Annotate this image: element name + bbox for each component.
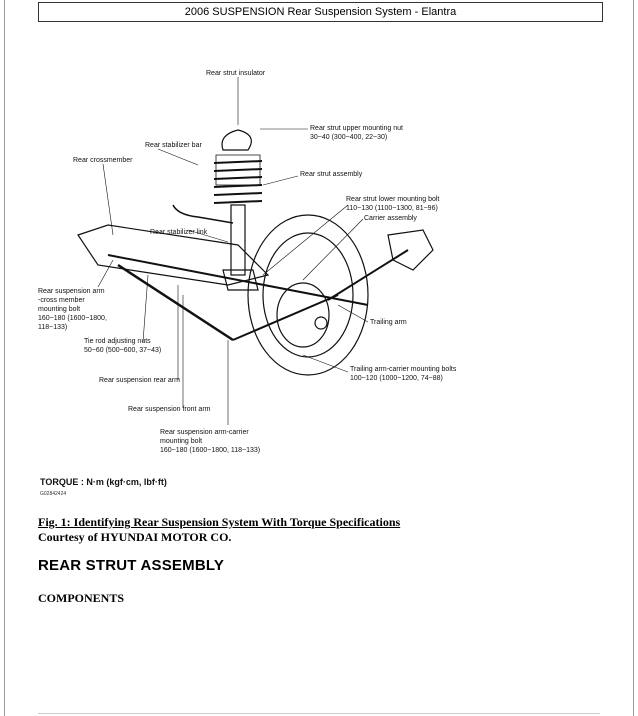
label-strut-assembly: Rear strut assembly (300, 171, 363, 178)
label-figure-code: G02842424 (40, 491, 66, 497)
figure-caption: Fig. 1: Identifying Rear Suspension Syst… (38, 515, 400, 545)
label-rear-arm: Rear suspension rear arm (99, 377, 180, 384)
rear-arm-shape (117, 263, 234, 342)
section-heading: REAR STRUT ASSEMBLY (38, 557, 225, 574)
label-tie-rod: Tie rod adjusting nuts (84, 338, 151, 345)
trailing-arm-shape (327, 249, 409, 301)
label-trailing-arm: Trailing arm (370, 319, 407, 326)
label-strut-insulator: Rear strut insulator (206, 70, 266, 77)
page-left-edge (4, 0, 5, 716)
front-arm-shape (107, 254, 369, 306)
label-arm-cross-bolt-5: 118~133) (38, 324, 67, 331)
hub-shape (276, 282, 330, 348)
label-stabilizer-link: Rear stabilizer link (150, 229, 208, 236)
caption-title: Fig. 1: Identifying Rear Suspension Syst… (38, 515, 401, 529)
hub-center-shape (314, 316, 328, 330)
label-carrier-assembly: Carrier assembly (364, 215, 417, 222)
strut-body-shape (230, 204, 246, 276)
label-arm-cross-bolt-2: -cross member (38, 297, 85, 304)
label-arm-cross-bolt-4: 160~180 (1600~1800, (38, 315, 107, 322)
diagram-svg: Rear strut insulator Rear strut upper mo… (38, 70, 457, 497)
label-tie-rod-torque: 50~60 (500~600, 37~43) (84, 347, 161, 354)
label-carrier-bolt-torque: 100~120 (1000~1200, 74~88) (350, 375, 443, 382)
stabilizer-bar-shape (172, 204, 234, 224)
page-header: 2006 SUSPENSION Rear Suspension System -… (38, 2, 603, 22)
label-upper-nut: Rear strut upper mounting nut (310, 125, 403, 132)
spring-coils-shape (213, 160, 263, 204)
label-crossmember: Rear crossmember (73, 157, 133, 164)
caption-credit: Courtesy of HYUNDAI MOTOR CO. (38, 530, 232, 544)
subsection-heading: COMPONENTS (38, 591, 125, 605)
leader-lines (97, 77, 369, 425)
page-right-edge (633, 0, 634, 716)
label-arm-carrier-3: 160~180 (1600~1800, 118~133) (160, 447, 260, 454)
trailing-arm-bracket-shape (387, 229, 434, 271)
footer-divider (38, 713, 600, 714)
rear-arm-link-shape (232, 294, 339, 341)
wheel-inner-shape (262, 232, 354, 358)
label-stabilizer-bar: Rear stabilizer bar (145, 142, 202, 149)
label-torque-legend: TORQUE : N·m (kgf·cm, lbf·ft) (40, 477, 167, 487)
label-arm-cross-bolt-1: Rear suspension arm (38, 288, 105, 295)
suspension-diagram: Rear strut insulator Rear strut upper mo… (38, 45, 498, 505)
label-carrier-bolt: Trailing arm-carrier mounting bolts (350, 366, 457, 373)
label-lower-bolt: Rear strut lower mounting bolt (346, 196, 439, 203)
label-arm-cross-bolt-3: mounting bolt (38, 306, 80, 313)
crossmember-shape (77, 224, 270, 286)
label-arm-carrier-2: mounting bolt (160, 438, 202, 445)
label-upper-nut-torque: 30~40 (300~400, 22~30) (310, 134, 387, 141)
diagram-labels: Rear strut insulator Rear strut upper mo… (38, 70, 457, 497)
strut-knuckle-shape (222, 269, 259, 291)
label-lower-bolt-torque: 110~130 (1100~1300, 81~96) (346, 205, 438, 212)
insulator-shape (221, 129, 252, 151)
label-front-arm: Rear suspension front arm (128, 406, 211, 413)
wheel-shape (247, 214, 369, 376)
label-arm-carrier-1: Rear suspension arm-carrier (160, 429, 249, 436)
header-title: 2006 SUSPENSION Rear Suspension System -… (184, 6, 457, 18)
